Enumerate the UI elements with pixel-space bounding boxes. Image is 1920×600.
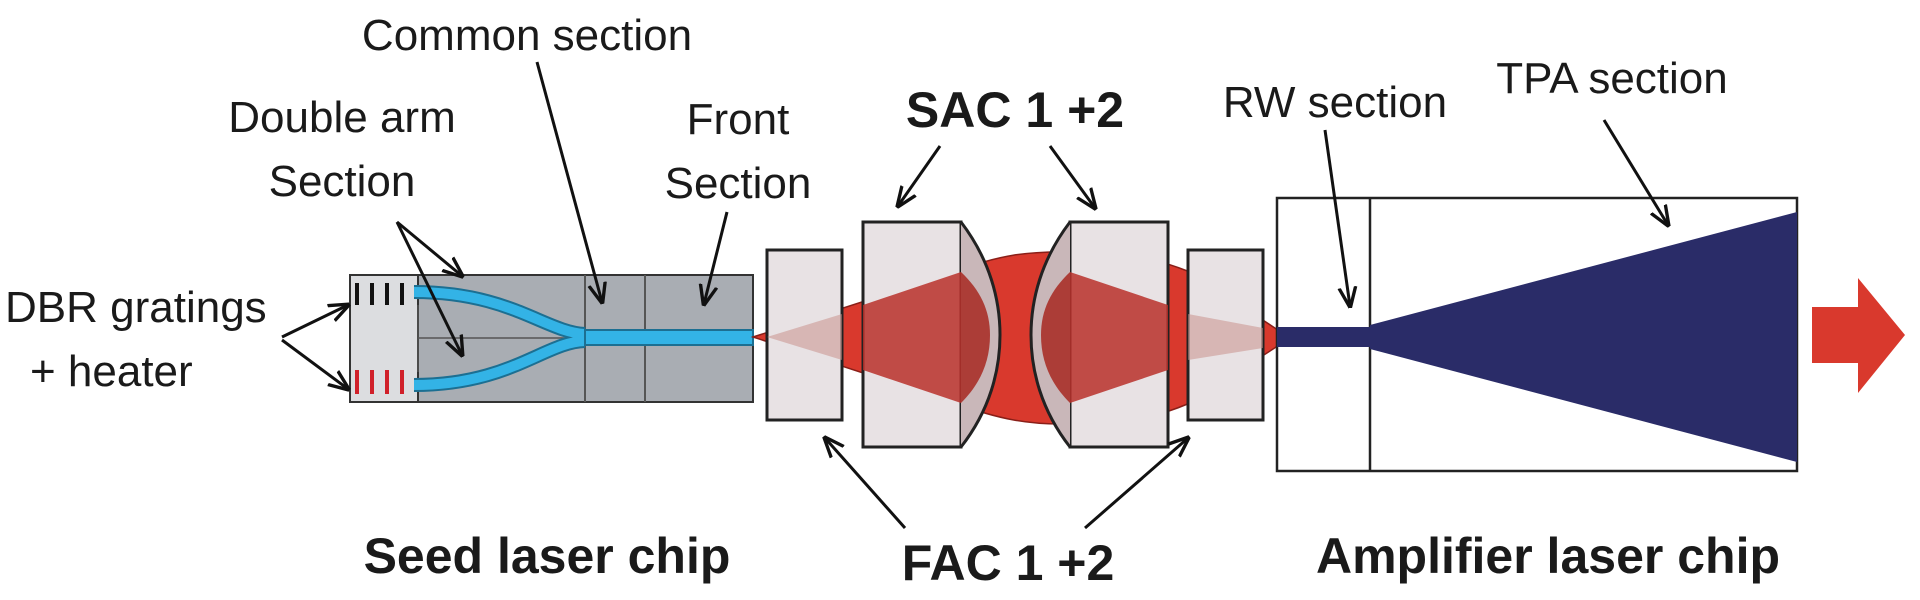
rw-section-label: RW section bbox=[1223, 78, 1447, 127]
fac-label: FAC 1 +2 bbox=[902, 535, 1115, 591]
sac-lens-2 bbox=[1029, 220, 1170, 449]
double-arm-label-line1: Double arm bbox=[228, 93, 455, 142]
dbr-label-line2: + heater bbox=[30, 347, 193, 396]
sac-label: SAC 1 +2 bbox=[906, 82, 1124, 138]
pointer-arrows bbox=[281, 61, 1668, 530]
rw-waveguide bbox=[1277, 327, 1370, 347]
fac-lens-1 bbox=[765, 248, 844, 422]
common-section-label: Common section bbox=[362, 11, 692, 60]
tpa-taper bbox=[1370, 212, 1797, 462]
double-arm-label-line2: Section bbox=[269, 157, 416, 206]
fac-lens-2 bbox=[1186, 248, 1265, 422]
waveguide bbox=[413, 285, 754, 392]
amplifier-laser-chip bbox=[1275, 196, 1799, 473]
amplifier-chip-label: Amplifier laser chip bbox=[1316, 528, 1780, 584]
seed-chip-label: Seed laser chip bbox=[364, 528, 731, 584]
front-section-label-line1: Front bbox=[687, 95, 790, 144]
dbr-grating-section bbox=[349, 274, 419, 403]
output-beam-arrow-icon bbox=[1812, 278, 1905, 393]
dbr-label-line1: DBR gratings bbox=[5, 283, 267, 332]
front-section-label-line2: Section bbox=[665, 159, 812, 208]
sac-lens-1 bbox=[861, 220, 1002, 449]
tpa-section-label: TPA section bbox=[1496, 54, 1728, 103]
dbr-gratings-black bbox=[355, 283, 404, 305]
labels: DBR gratings + heater Double arm Section… bbox=[5, 11, 1780, 591]
seed-laser-chip bbox=[349, 274, 754, 403]
dbr-gratings-red bbox=[355, 370, 404, 394]
